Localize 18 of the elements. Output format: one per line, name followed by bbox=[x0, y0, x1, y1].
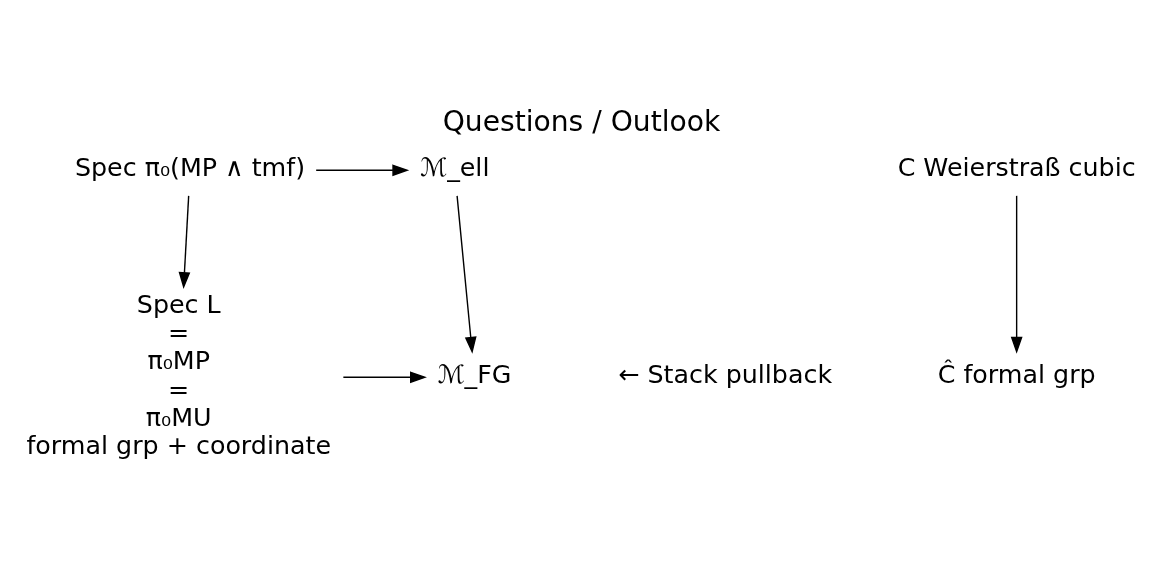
arrow bbox=[342, 370, 427, 383]
label: ← Stack pullback bbox=[618, 358, 833, 389]
node-label: = bbox=[168, 373, 190, 404]
diagram-title: Questions / Outlook bbox=[442, 104, 721, 138]
node-text: C Weierstraß cubic bbox=[897, 151, 1136, 182]
node-text: Ĉ formal grp bbox=[937, 358, 1096, 389]
arrow bbox=[1010, 194, 1023, 354]
arrow bbox=[315, 163, 410, 176]
node-text: Spec L bbox=[136, 288, 221, 319]
node-label: formal grp + coordinate bbox=[26, 429, 332, 460]
node-text: ℳ_ell bbox=[420, 151, 490, 182]
node-label: π₀MP bbox=[147, 344, 211, 375]
node-label: π₀MU bbox=[145, 401, 212, 432]
arrow bbox=[178, 194, 191, 289]
arrow bbox=[456, 194, 477, 354]
node-text: ℳ_FG bbox=[437, 358, 512, 389]
node-label: = bbox=[168, 316, 190, 347]
node-text: Spec π₀(MP ∧ tmf) bbox=[74, 151, 306, 182]
